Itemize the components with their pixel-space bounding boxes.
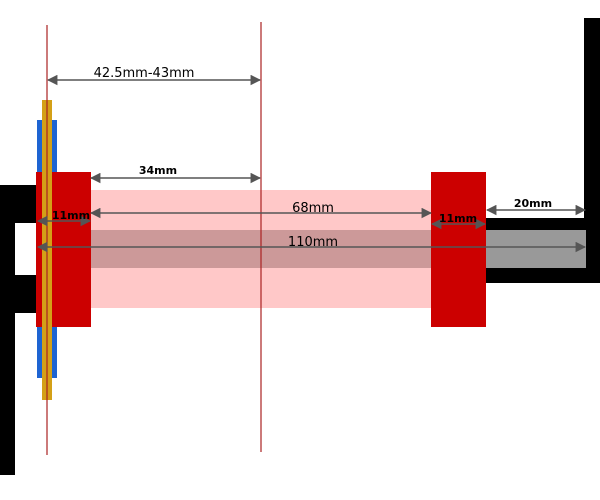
stub-length-label: 20mm [514, 197, 552, 210]
left-frame-upper-arm [0, 185, 38, 223]
half-length-label: 34mm [139, 164, 177, 177]
inner-length-label: 68mm [292, 201, 334, 216]
left-frame [0, 185, 38, 475]
total-length-label: 110mm [288, 235, 338, 250]
left-frame-lower-arm [0, 275, 38, 313]
right-flange-label: 11mm [439, 212, 477, 225]
left-flange-label: 11mm [52, 209, 90, 222]
axle-stub [486, 230, 586, 268]
left-frame-post [0, 185, 15, 475]
right-frame-post [584, 18, 600, 283]
right-flange [431, 172, 486, 327]
axle-to-center-label: 42.5mm-43mm [94, 66, 195, 81]
